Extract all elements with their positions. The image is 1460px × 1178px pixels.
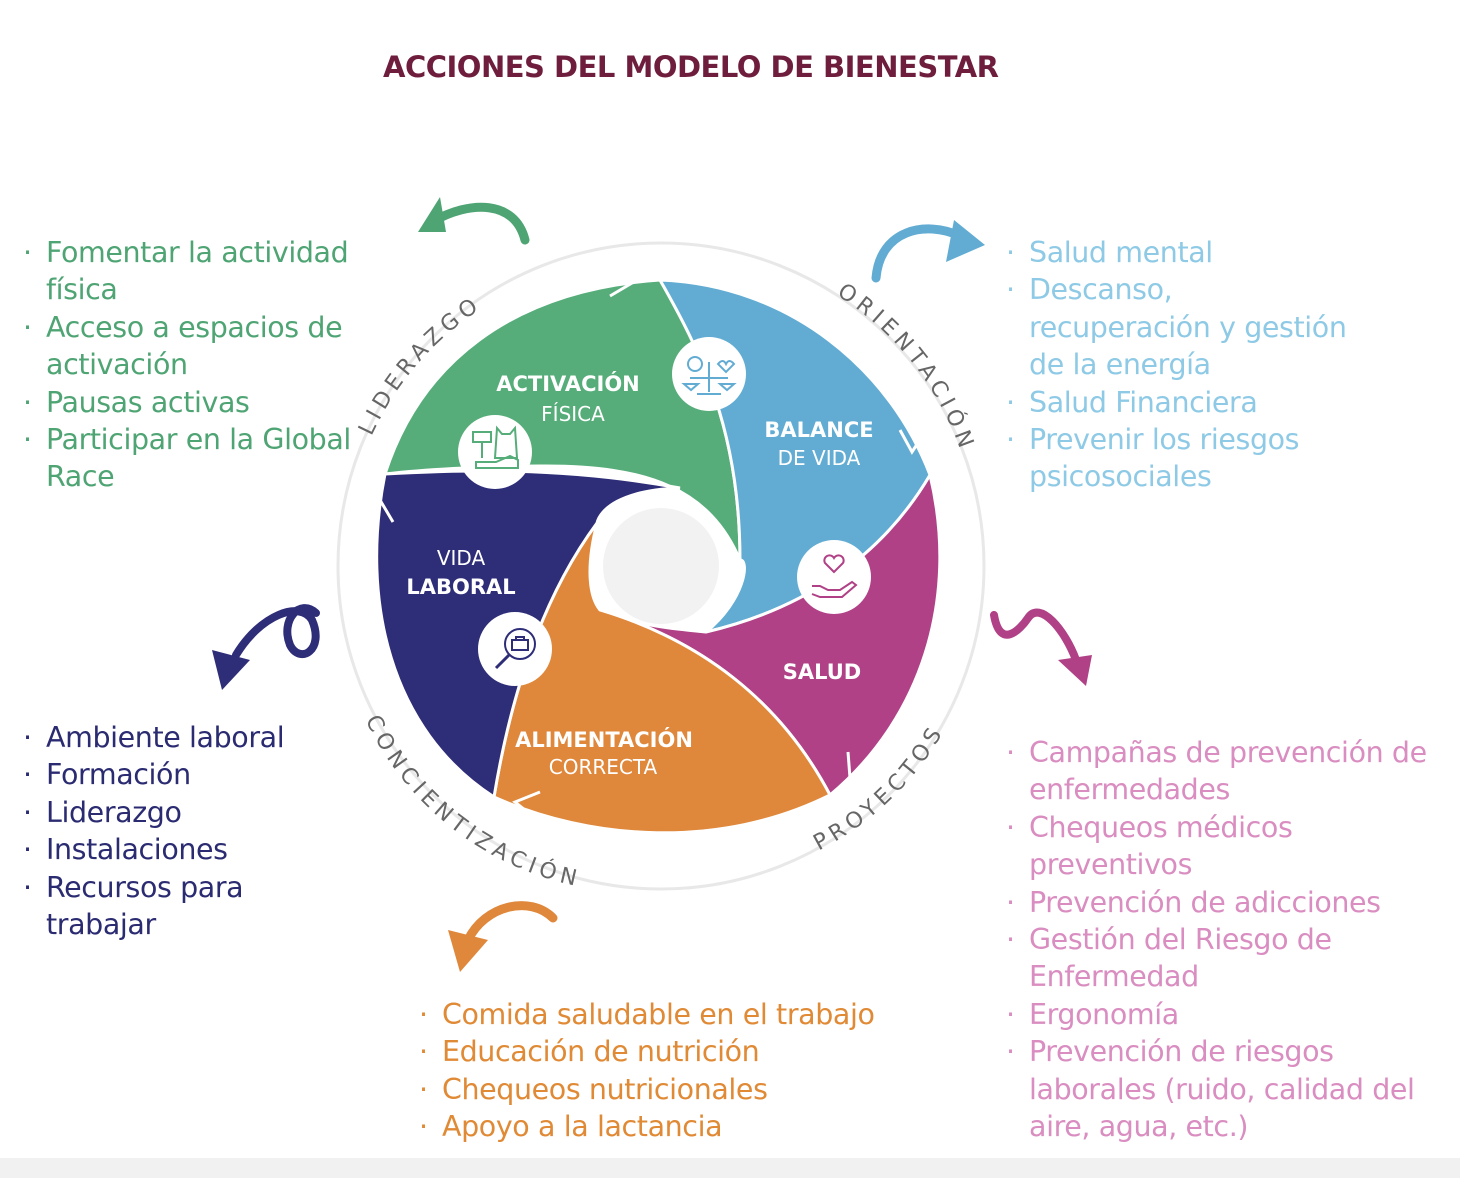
list-item: Prevenir los riesgos psicosociales <box>1006 421 1356 496</box>
list-item: Comida saludable en el trabajo <box>419 996 939 1034</box>
list-item: Gestión del Riesgo de Enfermedad <box>1006 921 1446 996</box>
list-item: Educación de nutrición <box>419 1033 939 1071</box>
list-item: Liderazgo <box>23 794 323 832</box>
list-item: Ergonomía <box>1006 996 1446 1034</box>
list-vida-laboral: Ambiente laboral Formación Liderazgo Ins… <box>23 719 323 943</box>
center-circle <box>603 508 719 624</box>
flow-arrow-icon <box>846 751 873 781</box>
bottom-band <box>0 1158 1460 1178</box>
segment-salud-title: SALUD <box>783 660 862 684</box>
list-item: Instalaciones <box>23 831 323 869</box>
segment-vida-title: LABORAL <box>406 575 515 599</box>
segment-balance-title: BALANCE <box>764 418 873 442</box>
outer-ring <box>336 241 986 891</box>
list-item: Chequeos nutricionales <box>419 1071 939 1109</box>
fitness-icon <box>458 415 532 489</box>
arrow-vida-icon <box>212 604 320 690</box>
arrow-activacion-icon <box>418 197 530 245</box>
arrow-alimentacion-icon <box>448 901 558 972</box>
list-item: Chequeos médicos preventivos <box>1006 809 1446 884</box>
list-item: Prevención de adicciones <box>1006 884 1446 922</box>
list-item: Fomentar la actividad física <box>23 234 353 309</box>
list-salud: Campañas de prevención de enfermedades C… <box>1006 734 1446 1145</box>
list-item: Acceso a espacios de activación <box>23 309 353 384</box>
list-item: Formación <box>23 756 323 794</box>
list-item: Pausas activas <box>23 384 353 422</box>
list-item: Descanso, recuperación y gestión de la e… <box>1006 271 1356 383</box>
segment-activacion-title: ACTIVACIÓN <box>496 371 640 396</box>
segment-vida-subtitle: VIDA <box>437 546 486 570</box>
flow-arrow-icon <box>606 278 637 298</box>
segment-alimentacion-subtitle: CORRECTA <box>549 755 658 779</box>
list-item: Ambiente laboral <box>23 719 323 757</box>
flow-arrow-icon <box>898 429 927 455</box>
list-item: Participar en la Global Race <box>23 421 353 496</box>
list-alimentacion-correcta: Comida saludable en el trabajo Educación… <box>419 996 939 1146</box>
heart-hand-icon <box>797 540 871 614</box>
segment-alimentacion-title: ALIMENTACIÓN <box>515 727 693 752</box>
list-balance-de-vida: Salud mental Descanso, recuperación y ge… <box>1006 234 1356 496</box>
list-item: Recursos para trabajar <box>23 869 323 944</box>
page-title: ACCIONES DEL MODELO DE BIENESTAR <box>383 50 999 84</box>
list-item: Salud mental <box>1006 234 1356 272</box>
briefcase-search-icon <box>478 612 552 686</box>
segment-activacion-subtitle: FÍSICA <box>541 402 605 426</box>
flow-arrow-icon <box>512 790 541 820</box>
flow-arrow-icon <box>366 496 395 523</box>
list-item: Apoyo a la lactancia <box>419 1108 939 1146</box>
arrow-balance-icon <box>871 220 985 283</box>
list-activacion-fisica: Fomentar la actividad física Acceso a es… <box>23 234 353 496</box>
arrow-salud-icon <box>990 608 1092 686</box>
balance-scale-icon <box>672 337 746 411</box>
segment-balance-subtitle: DE VIDA <box>778 446 861 470</box>
list-item: Prevención de riesgos laborales (ruido, … <box>1006 1033 1446 1145</box>
list-item: Campañas de prevención de enfermedades <box>1006 734 1446 809</box>
list-item: Salud Financiera <box>1006 384 1356 422</box>
